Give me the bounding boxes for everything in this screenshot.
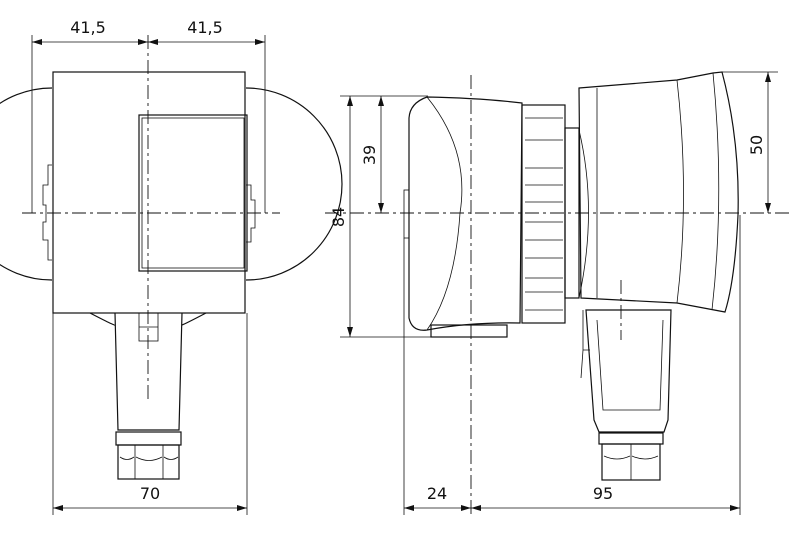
dim-label-24: 24: [427, 484, 447, 503]
dim-label-top-left: 41,5: [70, 18, 106, 37]
motor-head-side: [578, 71, 739, 313]
ring-ribs: [525, 117, 563, 311]
side-connector: [585, 309, 672, 433]
cable-stem: [114, 312, 183, 431]
dim-label-95: 95: [593, 484, 613, 503]
control-module-inner: [141, 117, 245, 269]
motor-face-curve: [578, 129, 589, 299]
union-ring: [521, 104, 566, 324]
side-connector-collar: [598, 432, 664, 445]
dim-label-84: 84: [329, 207, 348, 227]
pump-housing-left-arc: [0, 87, 53, 281]
pump-housing-side: [408, 96, 523, 331]
side-nub: [403, 189, 410, 239]
dim-label-top-right: 41,5: [187, 18, 223, 37]
left-flange-teeth: [42, 164, 52, 261]
housing-foot: [430, 324, 508, 338]
connector-details: [580, 310, 664, 411]
dim-label-39: 39: [360, 145, 379, 165]
connector-collar: [115, 431, 182, 446]
motor-head-lines: [596, 72, 720, 311]
side-plug-details: [603, 444, 659, 480]
dim-label-50: 50: [747, 135, 766, 155]
control-module: [138, 114, 248, 272]
side-view: 84 39 50 24 95: [325, 71, 790, 515]
front-view: 41,5 41,5 70: [0, 18, 343, 515]
right-flange-teeth: [246, 184, 256, 243]
pump-housing-right-arc: [245, 87, 343, 281]
plug-details: [119, 445, 179, 479]
housing-curve: [426, 96, 463, 331]
motor-body: [52, 71, 246, 314]
connector-plug: [117, 444, 180, 480]
ring-flange: [564, 127, 580, 299]
dim-label-width: 70: [140, 484, 160, 503]
